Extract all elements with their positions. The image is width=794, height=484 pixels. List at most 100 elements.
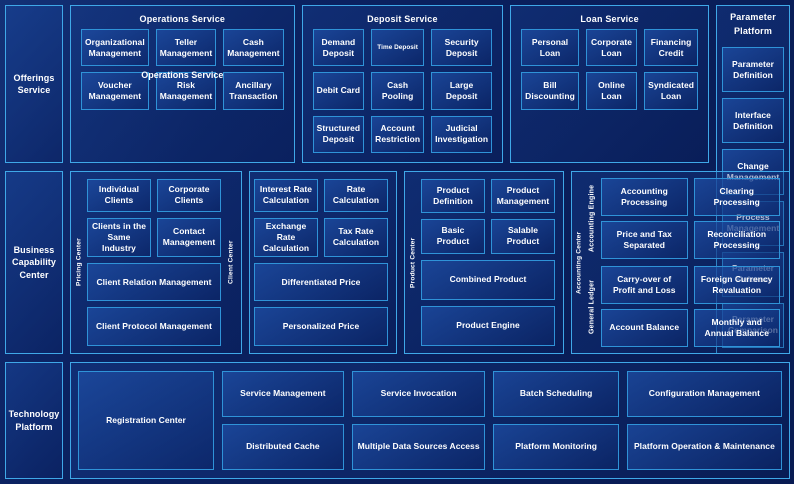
row-label-offerings-service: Offerings Service xyxy=(5,5,63,163)
row-label-technology-platform: Technology Platform xyxy=(5,362,63,479)
client-center-stack: Individual Clients Corporate Clients Cli… xyxy=(85,176,225,349)
cell-salable-product[interactable]: Salable Product xyxy=(491,219,555,254)
cell-exchange-rate-calculation[interactable]: Exchange Rate Calculation xyxy=(254,217,318,257)
cell-interface-definition[interactable]: Interface Definition xyxy=(722,98,784,144)
tech-column-3: Batch Scheduling Platform Monitoring xyxy=(493,371,619,470)
cell-reconciliation-processing[interactable]: Reconciliation Processing xyxy=(693,221,780,259)
pricing-pair-2: Exchange Rate Calculation Tax Rate Calcu… xyxy=(254,217,388,257)
panel-product-center[interactable]: Product Center Product Definition Produc… xyxy=(404,171,564,354)
cell-bill-discounting[interactable]: Bill Discounting xyxy=(521,72,579,110)
cell-service-management[interactable]: Service Management xyxy=(222,371,344,417)
cell-debit-card[interactable]: Debit Card xyxy=(312,72,365,110)
param-title-line1: Parameter xyxy=(730,12,776,22)
cell-client-relation-management[interactable]: Client Relation Management xyxy=(87,262,221,302)
cell-personalized-price[interactable]: Personalized Price xyxy=(254,307,388,347)
cell-cash-pooling[interactable]: Cash Pooling xyxy=(371,72,425,110)
cell-platform-operation-maintenance[interactable]: Platform Operation & Maintenance xyxy=(626,424,782,470)
cell-large-deposit[interactable]: Large Deposit xyxy=(431,72,493,110)
cell-contact-management[interactable]: Contact Management xyxy=(157,217,221,257)
group-title-operations-service: Operations Service xyxy=(139,14,226,24)
panel-accounting-center[interactable]: Accounting Center Accounting Engine Acco… xyxy=(571,171,790,354)
product-pair-1: Product Definition Product Management xyxy=(421,179,555,214)
param-title-line2: Platform xyxy=(733,25,773,36)
cell-demand-deposit[interactable]: Demand Deposit xyxy=(312,29,365,67)
vlabel-client-center-right: Client Center xyxy=(227,240,235,285)
cell-voucher-management[interactable]: Voucher Management xyxy=(81,72,149,110)
group-title-parameter-platform: Parameter Platform xyxy=(722,10,784,41)
cell-configuration-management[interactable]: Configuration Management xyxy=(626,371,782,417)
cell-account-restriction[interactable]: Account Restriction xyxy=(371,115,425,153)
cell-security-deposit[interactable]: Security Deposit xyxy=(431,29,493,67)
cell-batch-scheduling[interactable]: Batch Scheduling xyxy=(493,371,619,417)
cell-personal-loan[interactable]: Personal Loan xyxy=(521,29,579,67)
cell-teller-management[interactable]: Teller Management xyxy=(155,29,217,67)
group-title-deposit-service: Deposit Service xyxy=(367,14,438,24)
cell-cash-management[interactable]: Cash Management xyxy=(223,29,284,67)
cell-financing-credit[interactable]: Financing Credit xyxy=(644,29,698,67)
panel-client-center[interactable]: Pricing Center Individual Clients Corpor… xyxy=(70,171,242,354)
cell-parameter-definition[interactable]: Parameter Definition xyxy=(722,47,784,93)
vlabel-general-ledger: General Ledger xyxy=(588,279,596,334)
tech-column-1: Service Management Distributed Cache xyxy=(222,371,344,470)
business-capability-panels: Pricing Center Individual Clients Corpor… xyxy=(70,171,790,354)
accounting-engine-section: Accounting Engine Accounting Processing … xyxy=(585,178,783,259)
cell-corporate-loan[interactable]: Corporate Loan xyxy=(585,29,638,67)
vlabel-product-center: Product Center xyxy=(409,237,417,288)
cell-account-balance[interactable]: Account Balance xyxy=(601,309,688,347)
deposit-service-grid: Demand Deposit Time Deposit Security Dep… xyxy=(308,29,498,157)
cell-client-protocol-management[interactable]: Client Protocol Management xyxy=(87,307,221,347)
cell-risk-management[interactable]: Risk Management xyxy=(155,72,217,110)
cell-syndicated-loan[interactable]: Syndicated Loan xyxy=(644,72,698,110)
cell-foreign-currency-revaluation[interactable]: Foreign Currency Revaluation xyxy=(693,266,780,304)
cell-multiple-data-sources-access[interactable]: Multiple Data Sources Access xyxy=(351,424,486,470)
cell-service-invocation[interactable]: Service Invocation xyxy=(351,371,486,417)
cell-product-definition[interactable]: Product Definition xyxy=(421,179,485,214)
group-deposit-service[interactable]: Deposit Service Demand Deposit Time Depo… xyxy=(301,5,504,163)
cell-product-management[interactable]: Product Management xyxy=(491,179,555,214)
vlabel-pricing-center: Pricing Center xyxy=(75,238,83,287)
cell-accounting-processing[interactable]: Accounting Processing xyxy=(601,178,688,216)
cell-tax-rate-calculation[interactable]: Tax Rate Calculation xyxy=(324,217,388,257)
cell-individual-clients[interactable]: Individual Clients xyxy=(87,179,151,212)
cell-corporate-clients[interactable]: Corporate Clients xyxy=(157,179,221,212)
cell-time-deposit[interactable]: Time Deposit xyxy=(371,29,425,67)
cell-structured-deposit[interactable]: Structured Deposit xyxy=(312,115,365,153)
cell-online-loan[interactable]: Online Loan xyxy=(585,72,638,110)
tech-column-2: Service Invocation Multiple Data Sources… xyxy=(351,371,486,470)
group-loan-service[interactable]: Loan Service Personal Loan Corporate Loa… xyxy=(510,5,709,163)
pricing-stack: Interest Rate Calculation Rate Calculati… xyxy=(252,176,392,349)
cell-distributed-cache[interactable]: Distributed Cache xyxy=(222,424,344,470)
accounting-center-inner: Accounting Engine Accounting Processing … xyxy=(585,176,785,349)
cell-organizational-management[interactable]: Organizational Management xyxy=(81,29,149,67)
panel-pricing-rates[interactable]: Interest Rate Calculation Rate Calculati… xyxy=(249,171,397,354)
cell-ancillary-transaction[interactable]: Ancillary Transaction xyxy=(223,72,284,110)
cell-platform-monitoring[interactable]: Platform Monitoring xyxy=(493,424,619,470)
group-technology-platform[interactable]: Registration Center Service Management D… xyxy=(70,362,790,479)
vlabel-accounting-engine: Accounting Engine xyxy=(588,184,596,253)
product-pair-2: Basic Product Salable Product xyxy=(421,219,555,254)
cell-product-engine[interactable]: Product Engine xyxy=(421,305,555,346)
tech-column-4: Configuration Management Platform Operat… xyxy=(626,371,782,470)
cell-differentiated-price[interactable]: Differentiated Price xyxy=(254,262,388,302)
cell-carry-over-profit-loss[interactable]: Carry-over of Profit and Loss xyxy=(601,266,688,304)
cell-basic-product[interactable]: Basic Product xyxy=(421,219,485,254)
cell-clearing-processing[interactable]: Clearing Processing xyxy=(693,178,780,216)
cell-combined-product[interactable]: Combined Product xyxy=(421,259,555,300)
client-pair-1: Individual Clients Corporate Clients xyxy=(87,179,221,212)
cell-clients-same-industry[interactable]: Clients in the Same Industry xyxy=(87,217,151,257)
cell-price-and-tax-separated[interactable]: Price and Tax Separated xyxy=(601,221,688,259)
general-ledger-section: General Ledger Carry-over of Profit and … xyxy=(585,266,783,347)
operations-service-grid: Organizational Management Teller Managem… xyxy=(76,29,289,157)
general-ledger-grid: Carry-over of Profit and Loss Foreign Cu… xyxy=(601,266,783,347)
cell-monthly-annual-balance[interactable]: Monthly and Annual Balance xyxy=(693,309,780,347)
cell-registration-center[interactable]: Registration Center xyxy=(78,371,214,470)
cell-interest-rate-calculation[interactable]: Interest Rate Calculation xyxy=(254,179,318,212)
cell-rate-calculation[interactable]: Rate Calculation xyxy=(324,179,388,212)
group-operations-service[interactable]: Operations Service Organizational Manage… xyxy=(70,5,295,163)
client-pair-2: Clients in the Same Industry Contact Man… xyxy=(87,217,221,257)
offerings-service-groups: Operations Service Organizational Manage… xyxy=(70,5,709,163)
cell-judicial-investigation[interactable]: Judicial Investigation xyxy=(431,115,493,153)
row-technology-platform: Technology Platform Registration Center … xyxy=(5,362,790,479)
vlabel-accounting-center: Accounting Center xyxy=(575,231,583,294)
